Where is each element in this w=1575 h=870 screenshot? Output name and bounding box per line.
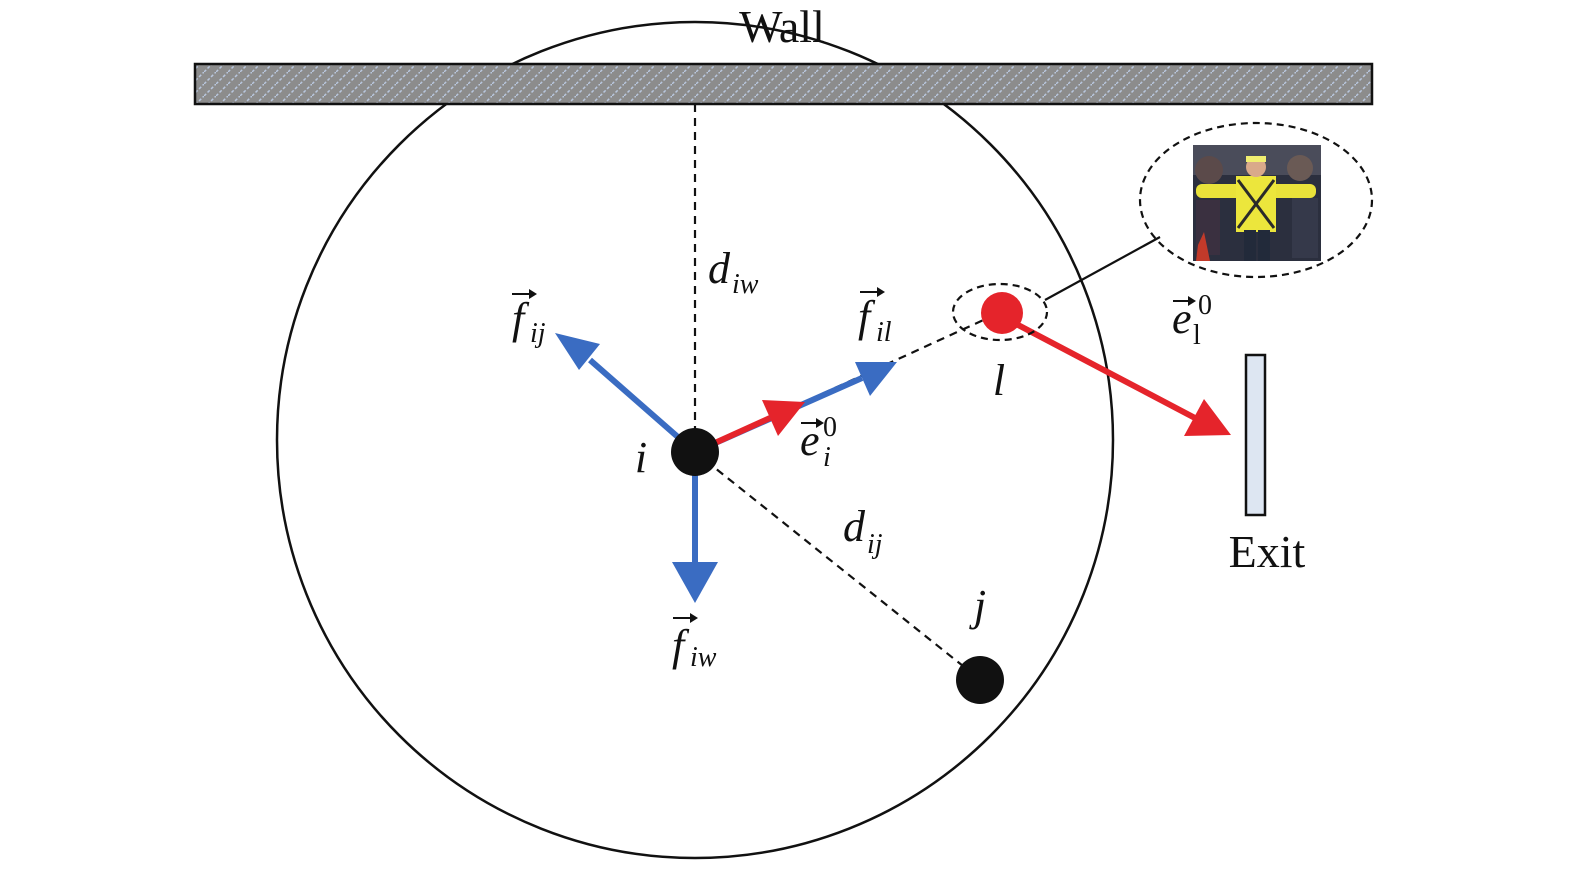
svg-text:0: 0 [823,412,837,443]
desired-direction-arrow-e-l [1001,314,1231,436]
svg-text:l: l [1193,320,1201,351]
svg-text:iw: iw [732,269,759,300]
exit-label: Exit [1229,526,1306,577]
leader-callout-line [1044,236,1161,301]
label-d-ij: d ij [843,502,883,560]
svg-text:d: d [843,502,866,551]
svg-text:f: f [672,621,690,670]
node-label-l: l [993,356,1005,405]
interaction-range-circle [275,20,1115,860]
node-label-j: j [969,581,986,630]
svg-text:d: d [708,244,731,293]
svg-text:f: f [858,292,876,341]
leader-highlight-ellipse [951,282,1049,342]
svg-text:il: il [876,317,892,348]
label-e-l-0: e l 0 [1172,290,1212,351]
label-d-iw: d iw [708,244,759,300]
svg-text:iw: iw [690,642,717,673]
leader-l-dot [981,292,1023,334]
label-f-ij: f ij [512,289,546,349]
label-f-il: f il [858,287,892,348]
svg-text:ij: ij [530,318,546,349]
distance-line-ij [694,451,979,679]
pedestrian-j-dot [956,656,1004,704]
svg-text:i: i [823,442,831,473]
exit-door [1244,353,1267,517]
pedestrian-i-dot [671,428,719,476]
person-in-yellow-vest-photo-icon [1193,145,1321,261]
svg-text:e: e [800,416,820,465]
wall-label: Wall [739,1,825,52]
line-to-leader [694,315,991,454]
label-e-i-0: e i 0 [800,412,837,473]
svg-text:e: e [1172,294,1192,343]
force-arrow-f-ij [555,333,697,455]
leader-callout-ellipse [1138,121,1374,279]
label-f-iw: f iw [672,613,717,673]
svg-text:0: 0 [1198,290,1212,321]
svg-text:ij: ij [867,529,883,560]
node-label-i: i [635,433,647,482]
wall [193,62,1374,106]
svg-text:f: f [512,294,530,343]
